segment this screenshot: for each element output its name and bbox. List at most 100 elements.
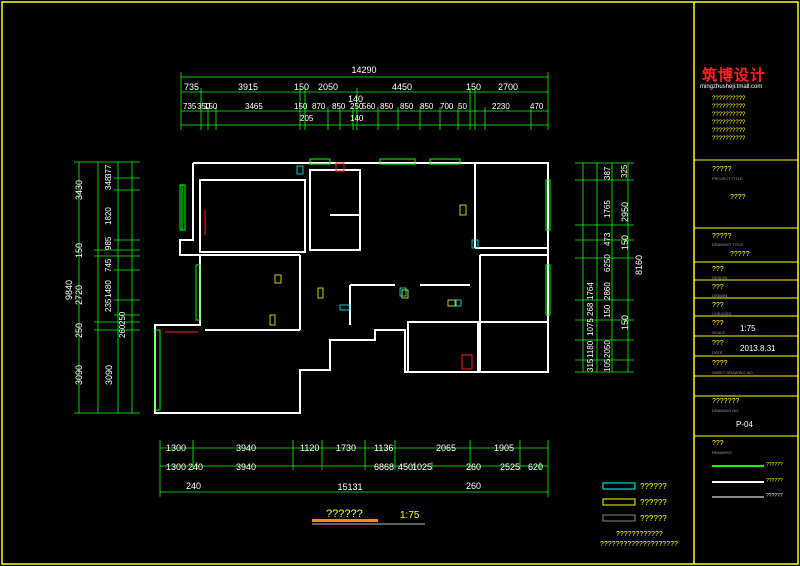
legend-label-1: ?????? bbox=[640, 482, 667, 491]
legend-swatch-3 bbox=[602, 514, 636, 522]
dim-text: 985 bbox=[104, 236, 113, 250]
dim-text: 3915 bbox=[238, 82, 259, 92]
left-dimensions bbox=[74, 161, 140, 414]
dim-text: 150 bbox=[294, 82, 310, 92]
wall-kitchen bbox=[407, 321, 479, 373]
fixtures bbox=[269, 204, 467, 326]
company-url: mingzhusheji.tmall.com bbox=[700, 84, 763, 90]
note-line: ?????????? bbox=[712, 136, 746, 142]
dim-text: 1820 bbox=[104, 207, 113, 225]
dim-text: 1764 bbox=[586, 282, 595, 300]
drawing-title-value: ????? bbox=[730, 251, 750, 258]
dim-text: 870 bbox=[312, 102, 326, 111]
dim-text: 3465 bbox=[245, 102, 263, 111]
dim-text: 3430 bbox=[74, 179, 84, 200]
fixtures-cyan bbox=[296, 165, 479, 311]
drawing-title: ?????? bbox=[326, 508, 363, 520]
scale-label: ??? bbox=[712, 320, 724, 327]
dim-text: 620 bbox=[528, 462, 544, 472]
sheet-sub: SHEET DRAWING NO. bbox=[712, 370, 754, 375]
dim-text: 745 bbox=[104, 258, 113, 272]
dim-text: 260 bbox=[466, 481, 482, 491]
wall-bath-1 bbox=[309, 169, 361, 251]
dim-text: 315 bbox=[586, 358, 595, 372]
title-underline-orange bbox=[312, 519, 378, 522]
dim-text: 1075 bbox=[586, 318, 595, 336]
dim-text: 235 bbox=[104, 298, 113, 312]
dim-text: 348 bbox=[104, 176, 113, 190]
dim-text: 3090 bbox=[104, 364, 114, 385]
dim-text: 150 bbox=[204, 102, 218, 111]
dim-text: 2860 bbox=[603, 282, 612, 300]
drawing-title-label: ????? bbox=[712, 233, 732, 240]
remarks-sub: REMARKS bbox=[712, 450, 732, 455]
dim-text: 4450 bbox=[392, 82, 413, 92]
note-line: ?????????? bbox=[712, 104, 746, 110]
outer-wall bbox=[154, 162, 549, 414]
dim-text: 473 bbox=[603, 232, 612, 246]
drawing-no-value: P-04 bbox=[736, 420, 753, 429]
note-line: ?????????? bbox=[712, 96, 746, 102]
dim-text: 6250 bbox=[603, 254, 612, 272]
remarks-label: ??? bbox=[712, 440, 724, 447]
drawing-scale: 1:75 bbox=[400, 510, 420, 521]
drawn-label: ??? bbox=[712, 284, 724, 291]
dim-text: 150 bbox=[603, 304, 612, 318]
dim-text: 2720 bbox=[74, 284, 84, 305]
dim-text: 1136 bbox=[374, 443, 394, 453]
dim-text: 260 bbox=[466, 462, 482, 472]
dim-left-overall: 9840 bbox=[64, 280, 74, 300]
top-dimensions bbox=[180, 72, 549, 130]
project-title-label: ????? bbox=[712, 166, 732, 173]
drawing-no-label: ??????? bbox=[712, 398, 740, 405]
legend-swatch-1 bbox=[602, 482, 636, 490]
dim-text: 205 bbox=[300, 114, 314, 123]
dim-text: 260 bbox=[118, 324, 127, 338]
date-sub: DATE bbox=[712, 350, 723, 355]
project-title-sub: PROJECT TITLE bbox=[712, 176, 743, 181]
dim-text: 1300 bbox=[166, 462, 187, 472]
remark-item-3: ?????? bbox=[766, 493, 783, 499]
company-logo: 筑博设计 bbox=[702, 67, 767, 84]
dim-right-overall: 8160 bbox=[634, 255, 644, 275]
dim-text: 250 bbox=[350, 102, 364, 111]
dim-text: 2065 bbox=[436, 443, 457, 453]
legend-note-1: ???????????? bbox=[616, 531, 663, 538]
right-dimensions bbox=[575, 162, 634, 373]
dim-text: 700 bbox=[440, 102, 454, 111]
dim-text: 6868 bbox=[374, 462, 395, 472]
dim-text: 240 bbox=[186, 481, 202, 491]
dim-text: 560 bbox=[362, 102, 376, 111]
dim-text: 350 bbox=[197, 102, 211, 111]
dim-text: 850 bbox=[332, 102, 346, 111]
note-line: ?????????? bbox=[712, 112, 746, 118]
legend-swatch-2 bbox=[602, 498, 636, 506]
date-value: 2013.8.31 bbox=[740, 344, 776, 353]
dim-text: 150 bbox=[74, 242, 84, 258]
dim-text: 387 bbox=[603, 166, 612, 180]
dim-text: 268 bbox=[586, 302, 595, 316]
dim-text: 735 bbox=[184, 82, 200, 92]
drawn-sub: DRAWN bbox=[712, 293, 727, 298]
project-title-value: ???? bbox=[730, 194, 746, 201]
design-label: ??? bbox=[712, 266, 724, 273]
dim-text: 150 bbox=[294, 102, 308, 111]
dim-bottom-overall: 15131 bbox=[337, 482, 362, 492]
scale-sub: SCALE bbox=[712, 330, 726, 335]
bottom-dimensions bbox=[159, 440, 549, 497]
dim-text: 140 bbox=[350, 114, 364, 123]
dim-text: 3940 bbox=[236, 462, 257, 472]
remark-item-2: ?????? bbox=[766, 478, 783, 484]
scale-value: 1:75 bbox=[740, 324, 756, 333]
dim-text: 150 bbox=[466, 82, 482, 92]
floor-plan bbox=[154, 162, 549, 414]
checked-label: ??? bbox=[712, 302, 724, 309]
dim-text: 140 bbox=[348, 94, 364, 104]
dim-top-overall: 14290 bbox=[351, 65, 376, 75]
dim-text: 150 bbox=[620, 234, 630, 250]
dim-text: 1730 bbox=[336, 443, 357, 453]
dim-text: 2950 bbox=[620, 201, 630, 222]
dim-text: 2050 bbox=[318, 82, 339, 92]
